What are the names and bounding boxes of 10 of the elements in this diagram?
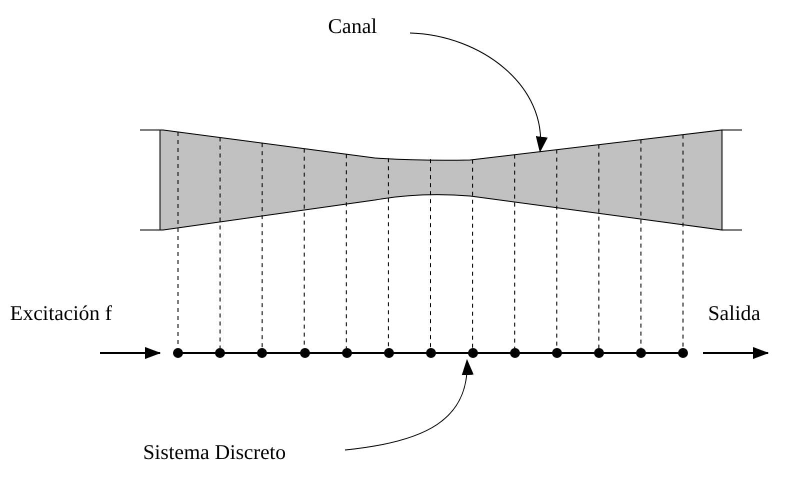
text-label: Canal xyxy=(328,16,377,37)
discrete-system-chain xyxy=(173,348,688,358)
arrow xyxy=(100,347,161,359)
text-label: Salida xyxy=(708,303,760,324)
text-label: Sistema Discreto xyxy=(143,442,286,463)
text-label: Excitación f xyxy=(10,303,112,324)
leader-arrow xyxy=(410,32,546,153)
channel-drawing xyxy=(140,130,742,230)
arrow xyxy=(703,347,769,359)
leader-arrow xyxy=(344,359,473,450)
